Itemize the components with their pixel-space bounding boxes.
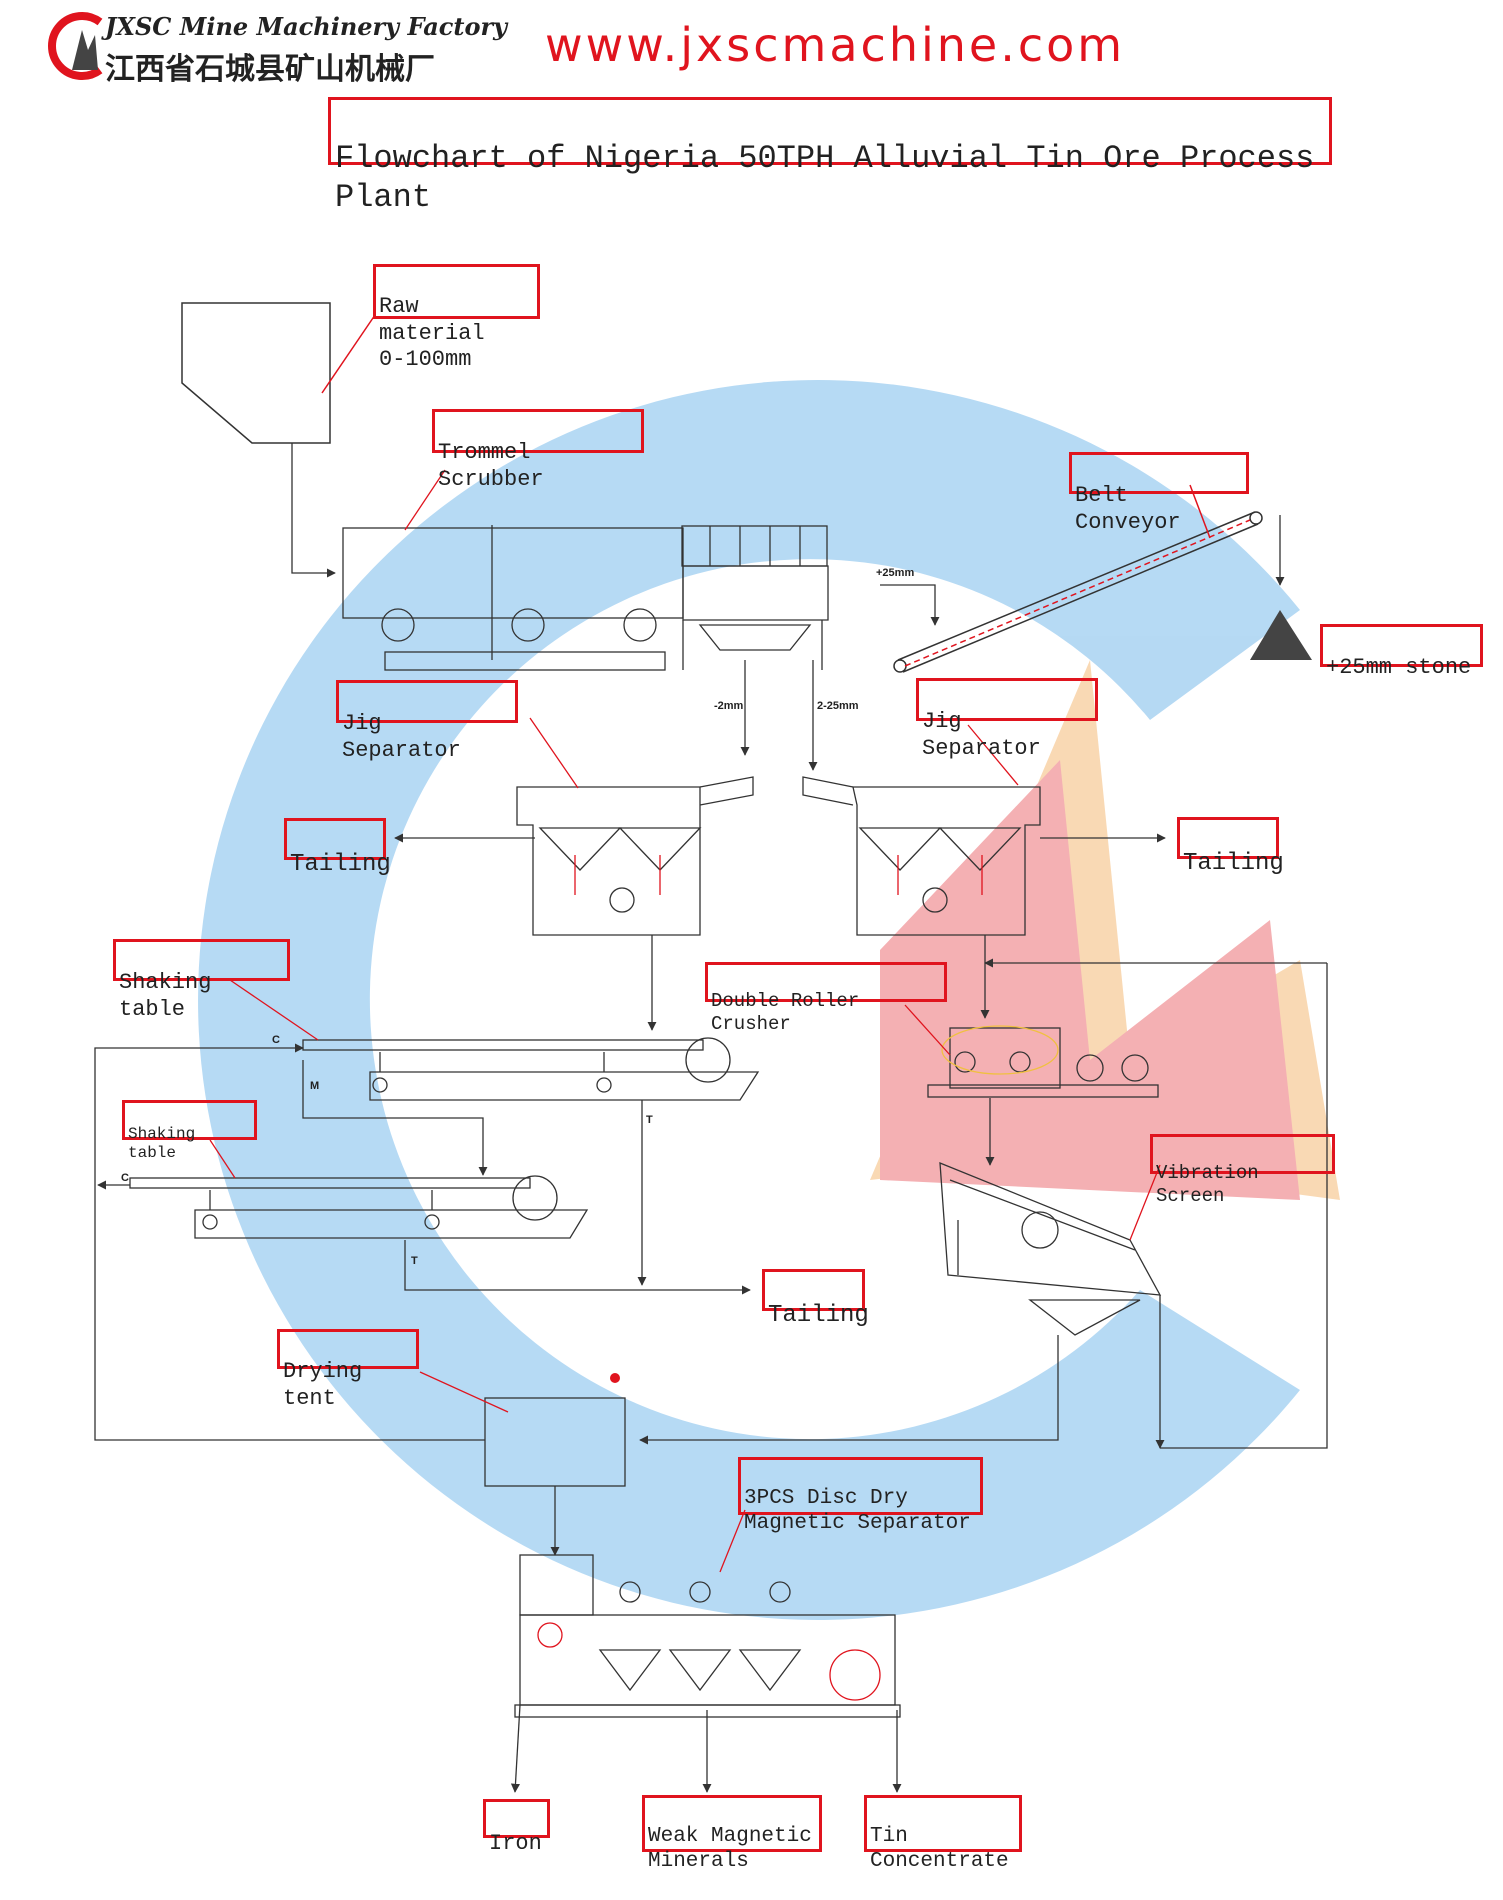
label-magnetic-separator: 3PCS Disc Dry Magnetic Separator xyxy=(738,1457,983,1535)
label-iron-text: Iron xyxy=(489,1831,542,1857)
website-url[interactable]: www.jxscmachine.com xyxy=(545,18,1126,72)
stone-pile-icon xyxy=(1250,610,1312,660)
label-double-roller-crusher-text: Double Roller Crusher xyxy=(711,989,860,1035)
annotation-t2: T xyxy=(411,1255,418,1267)
annotation-minus2: -2mm xyxy=(714,700,744,712)
jig-right-drawing xyxy=(802,724,1041,936)
label-tailing-bottom: Tailing xyxy=(762,1269,869,1329)
label-tin-concentrate: Tin Concentrate xyxy=(864,1795,1022,1873)
label-magnetic-separator-text: 3PCS Disc Dry Magnetic Separator xyxy=(744,1487,971,1536)
trommel-scrubber-drawing xyxy=(342,469,829,671)
label-weak-magnetic: Weak Magnetic Minerals xyxy=(642,1795,822,1873)
label-belt-conveyor: Belt Conveyor xyxy=(1069,452,1249,535)
annotation-plus25: +25mm xyxy=(876,567,915,579)
label-stone: +25mm stone xyxy=(1320,624,1483,680)
label-stone-text: +25mm stone xyxy=(1326,655,1472,681)
label-vibration-screen-text: Vibration Screen xyxy=(1156,1161,1259,1207)
label-tailing-left-text: Tailing xyxy=(290,850,391,878)
label-shaking-table-2-text: Shaking table xyxy=(128,1125,196,1163)
label-iron: Iron xyxy=(483,1799,550,1856)
label-trommel-scrubber-text: Trommel Scrubber xyxy=(438,440,544,492)
label-trommel-scrubber: Trommel Scrubber xyxy=(432,409,644,492)
label-drying-tent-text: Drying tent xyxy=(283,1359,363,1411)
label-jig-right: Jig Separator xyxy=(916,678,1098,761)
annotation-t1: T xyxy=(646,1114,653,1126)
label-weak-magnetic-text: Weak Magnetic Minerals xyxy=(648,1825,812,1874)
shaking-table-2-drawing xyxy=(129,1139,589,1239)
label-tailing-left: Tailing xyxy=(284,818,391,878)
label-shaking-table-1-text: Shaking table xyxy=(119,970,212,1022)
label-belt-conveyor-text: Belt Conveyor xyxy=(1075,483,1181,535)
label-tailing-right-text: Tailing xyxy=(1183,849,1284,877)
hopper-icon xyxy=(181,302,376,444)
annotation-2-25: 2-25mm xyxy=(817,700,859,712)
label-jig-left: Jig Separator xyxy=(336,680,518,763)
marker-dot-icon xyxy=(610,1373,620,1383)
belt-conveyor-drawing xyxy=(893,484,1263,673)
annotation-c1: C xyxy=(272,1034,280,1046)
label-double-roller-crusher: Double Roller Crusher xyxy=(705,962,947,1035)
page-title-text: Flowchart of Nigeria 50TPH Alluvial Tin … xyxy=(335,140,1315,216)
label-shaking-table-1: Shaking table xyxy=(113,939,290,1022)
company-name-cn: 江西省石城县矿山机械厂 xyxy=(105,52,435,87)
watermark-logo xyxy=(198,379,1340,1621)
label-tailing-right: Tailing xyxy=(1177,817,1284,877)
annotation-c2: C xyxy=(121,1172,129,1184)
label-drying-tent: Drying tent xyxy=(277,1329,419,1411)
annotation-m1: M xyxy=(310,1080,320,1092)
label-jig-right-text: Jig Separator xyxy=(922,709,1041,761)
label-jig-left-text: Jig Separator xyxy=(342,711,461,763)
company-logo-icon xyxy=(48,12,103,80)
company-name-en: JXSC Mine Machinery Factory xyxy=(105,12,508,41)
page-title: Flowchart of Nigeria 50TPH Alluvial Tin … xyxy=(328,97,1332,216)
label-tailing-bottom-text: Tailing xyxy=(768,1301,869,1329)
label-raw-material-text: Raw material 0-100mm xyxy=(379,294,485,373)
label-raw-material: Raw material 0-100mm xyxy=(373,264,540,372)
double-roller-crusher-drawing xyxy=(904,1004,1159,1098)
label-shaking-table-2: Shaking table xyxy=(122,1100,257,1162)
jig-left-drawing xyxy=(516,717,754,936)
label-vibration-screen: Vibration Screen xyxy=(1150,1134,1335,1207)
label-tin-concentrate-text: Tin Concentrate xyxy=(870,1825,1009,1874)
